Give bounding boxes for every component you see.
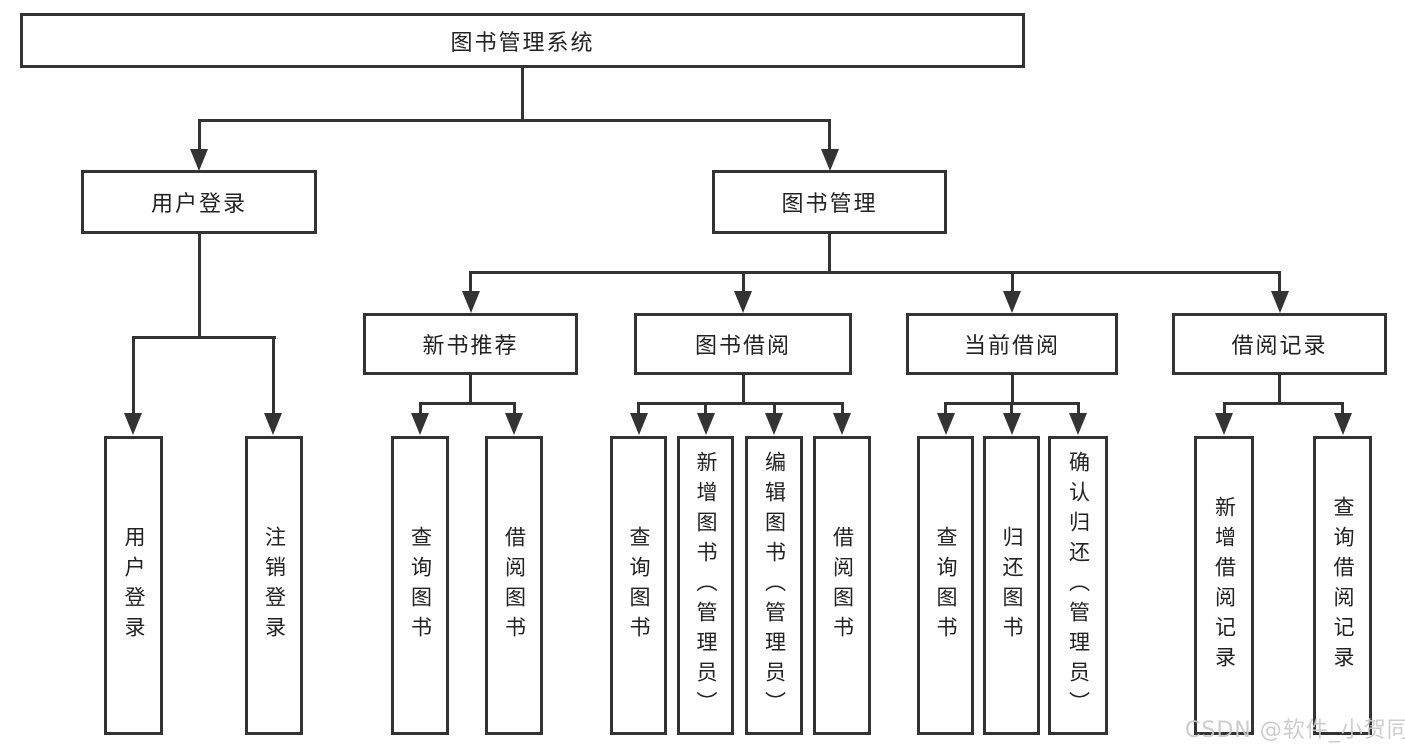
connector-line [469, 375, 472, 403]
connector-line [772, 402, 776, 413]
node-label: 用户登录 [150, 192, 247, 217]
leaf-logout-login: 注销登录 [245, 436, 303, 735]
connector-line [637, 402, 844, 405]
connector-line [1341, 402, 1344, 413]
node-label: 查询图书 [934, 525, 959, 646]
connector-line [741, 375, 745, 403]
node-label: 借阅记录 [1231, 334, 1328, 359]
leaf-edit-book-admin: 编辑图书（管理员） [745, 436, 803, 735]
leaf-query-book: 查询图书 [391, 436, 449, 735]
connector-line [1222, 402, 1226, 413]
node-label: 借阅图书 [830, 525, 855, 646]
connector-line [197, 119, 831, 122]
connector-line [637, 402, 640, 413]
arrow-down-icon [1003, 291, 1021, 313]
node-label: 图书管理系统 [450, 30, 595, 56]
arrow-down-icon [1069, 413, 1087, 435]
connector-line [840, 402, 844, 413]
arrow-down-icon [833, 413, 851, 435]
node-current-borrowing: 当前借阅 [906, 313, 1118, 375]
node-label: 图书管理 [781, 192, 878, 217]
leaf-query-book: 查询图书 [610, 436, 667, 735]
node-label: 确认归还（管理员） [1066, 450, 1091, 721]
leaf-return-book: 归还图书 [983, 436, 1040, 735]
connector-line [1010, 375, 1014, 403]
node-label: 查询图书 [627, 525, 652, 646]
connector-line [418, 402, 422, 413]
connector-line [512, 402, 516, 413]
leaf-borrow-book: 借阅图书 [485, 436, 543, 735]
connector-line [469, 271, 1281, 274]
node-user-login: 用户登录 [81, 170, 317, 234]
leaf-query-book: 查询图书 [917, 436, 974, 735]
node-label: 图书借阅 [694, 334, 791, 359]
arrow-down-icon [1270, 291, 1289, 313]
node-label: 新增图书（管理员） [694, 450, 719, 721]
leaf-query-borrow-record: 查询借阅记录 [1313, 436, 1372, 735]
connector-line [704, 402, 707, 413]
arrow-down-icon [264, 413, 282, 435]
arrow-down-icon [820, 149, 839, 171]
arrow-down-icon [461, 291, 480, 313]
node-book-management: 图书管理 [712, 170, 947, 234]
arrow-down-icon [411, 413, 429, 435]
csdn-watermark: CSDN @软件_小贺同学 [1185, 718, 1405, 743]
connector-line [521, 68, 524, 119]
node-new-book-recommend: 新书推荐 [363, 313, 578, 375]
node-label: 用户登录 [122, 525, 147, 646]
connector-line [1076, 402, 1080, 413]
arrow-down-icon [1333, 413, 1352, 435]
connector-line [271, 336, 275, 413]
arrow-down-icon [629, 413, 648, 435]
leaf-borrow-book: 借阅图书 [813, 436, 871, 735]
leaf-add-borrow-record: 新增借阅记录 [1194, 436, 1254, 735]
connector-line [828, 119, 831, 149]
node-book-borrowing: 图书借阅 [634, 313, 852, 375]
connector-line [741, 271, 745, 291]
arrow-down-icon [734, 291, 752, 313]
node-label: 新书推荐 [422, 334, 519, 359]
connector-line [1010, 271, 1014, 291]
connector-line [197, 234, 201, 336]
connector-line [1010, 402, 1013, 413]
connector-line [1222, 402, 1344, 405]
node-label: 新增借阅记录 [1212, 495, 1237, 676]
arrow-down-icon [505, 413, 523, 435]
leaf-confirm-return-admin: 确认归还（管理员） [1048, 436, 1108, 735]
arrow-down-icon [190, 149, 208, 171]
connector-line [828, 234, 831, 271]
node-label: 查询图书 [408, 525, 433, 646]
node-label: 当前借阅 [963, 334, 1060, 359]
arrow-down-icon [936, 413, 955, 435]
connector-line [944, 402, 947, 413]
arrow-down-icon [765, 413, 783, 435]
arrow-down-icon [124, 413, 142, 435]
connector-line [1278, 375, 1281, 403]
arrow-down-icon [696, 413, 715, 435]
node-label: 编辑图书（管理员） [762, 450, 787, 721]
node-label: 借阅图书 [502, 525, 527, 646]
arrow-down-icon [1215, 413, 1233, 435]
connector-line [131, 336, 135, 413]
arrow-down-icon [1002, 413, 1021, 435]
connector-line [1278, 271, 1281, 291]
leaf-user-login: 用户登录 [104, 436, 163, 735]
node-label: 注销登录 [262, 525, 287, 646]
node-borrow-records: 借阅记录 [1172, 313, 1387, 375]
connector-line [469, 271, 472, 291]
node-label: 归还图书 [1000, 525, 1025, 646]
connector-line [418, 402, 516, 405]
leaf-add-book-admin: 新增图书（管理员） [677, 436, 734, 735]
connector-line [131, 336, 276, 339]
node-library-management-system: 图书管理系统 [20, 13, 1025, 68]
connector-line [197, 119, 201, 149]
node-label: 查询借阅记录 [1331, 495, 1356, 676]
